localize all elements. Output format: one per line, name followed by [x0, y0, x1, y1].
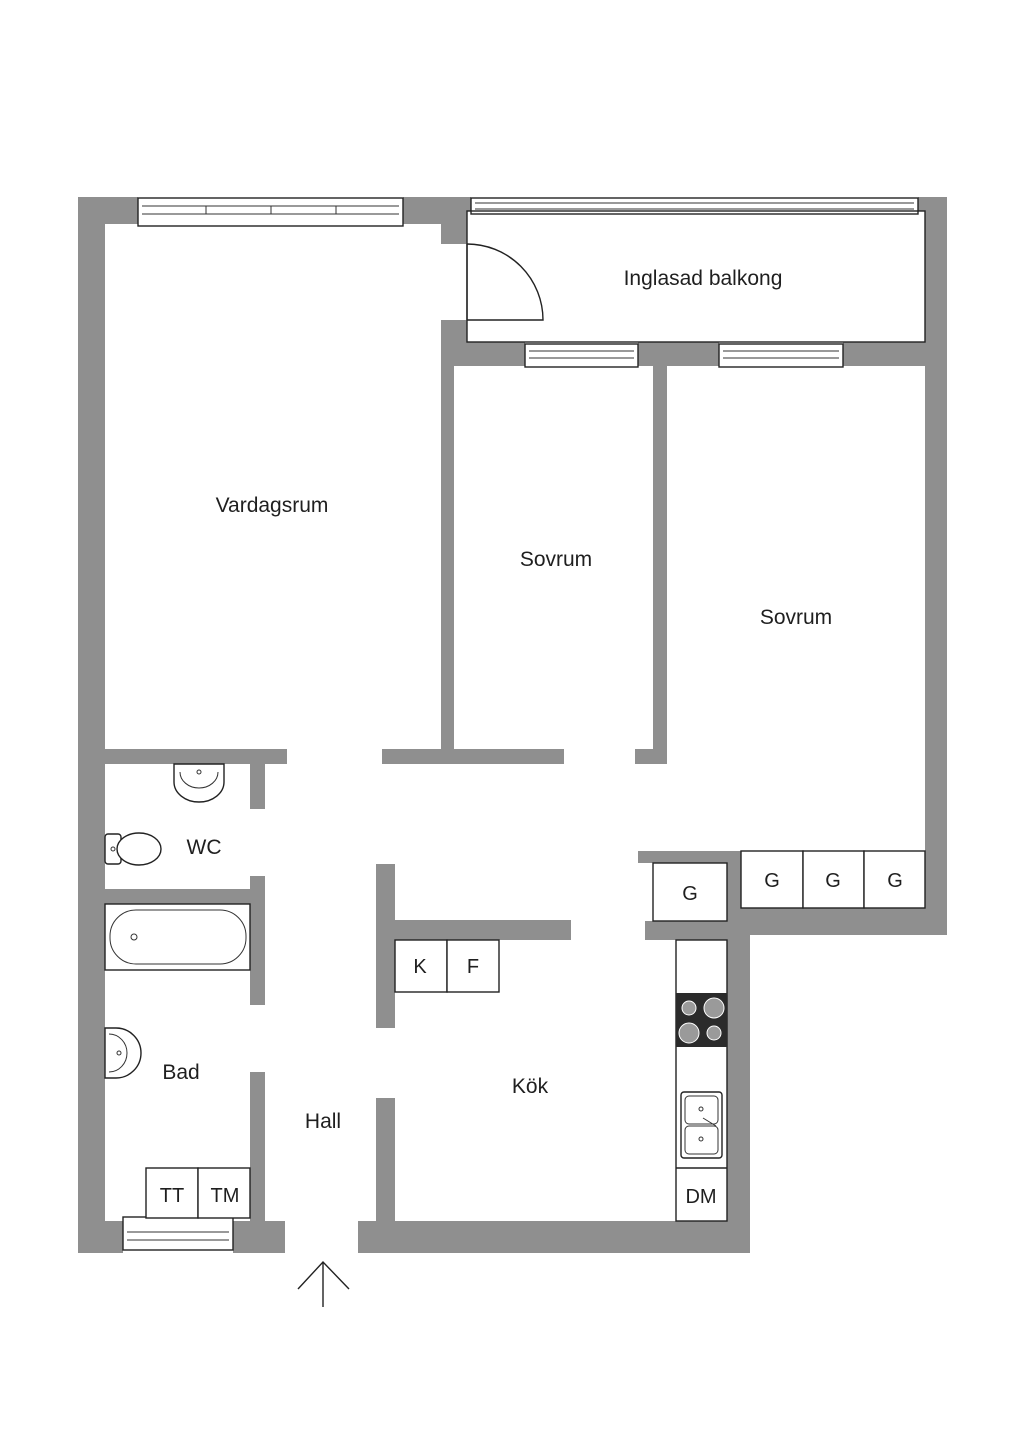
- wall-wardrobe-bottom: [645, 921, 741, 940]
- fridge-label: K: [413, 956, 427, 978]
- wall-step-horizontal: [727, 908, 947, 935]
- wardrobe-bedroom-box-2: [802, 850, 865, 909]
- wall-bath-right-upper: [250, 876, 265, 1005]
- door-swing-icon: [466, 243, 544, 321]
- wall-top-mid: [403, 197, 467, 224]
- washbasin-icon: [104, 1027, 142, 1079]
- wardrobe-kitchen-box: [652, 862, 728, 922]
- wall-wardrobe-top: [638, 851, 741, 863]
- wall-left: [78, 197, 105, 1253]
- fridge-box: [394, 939, 448, 993]
- window-icon: [137, 197, 404, 227]
- wall-kitchen-closet-vertical: [376, 864, 395, 1028]
- wall-wardrobe-corner: [638, 851, 653, 863]
- freezer-box: [446, 939, 500, 993]
- wall-balcony-top-a: [467, 197, 471, 211]
- room-label-bathroom: Bad: [162, 1061, 199, 1084]
- wall-bedroom-bedroom: [653, 366, 667, 764]
- room-label-bedroom-1: Sovrum: [520, 548, 592, 571]
- walls: [78, 197, 947, 1253]
- window-icon: [470, 197, 919, 215]
- wall-bedroom2-bottom: [635, 749, 667, 764]
- dishwasher-label: DM: [685, 1186, 716, 1208]
- freezer-label: F: [467, 956, 479, 978]
- wall-kitchen-left: [376, 1098, 395, 1221]
- kitchen-counter: [675, 939, 728, 1222]
- window-icon: [524, 343, 639, 368]
- entrance-arrow-icon: [297, 1260, 350, 1307]
- wall-bedroom-top-a: [441, 342, 525, 366]
- sink-icon: [680, 1091, 723, 1159]
- stove-icon: [676, 993, 727, 1047]
- wall-right-lower: [727, 908, 750, 1253]
- wardrobe-bedroom-box-1: [740, 850, 804, 909]
- wall-bottom-right: [358, 1221, 750, 1253]
- washer-label: TM: [211, 1185, 240, 1207]
- wall-bottom-mid: [233, 1221, 285, 1253]
- wall-living-bottom: [105, 749, 287, 764]
- room-label-kitchen: Kök: [512, 1075, 549, 1098]
- wall-bottom-left: [78, 1221, 123, 1253]
- wall-living-balcony-stub-top: [441, 224, 467, 244]
- washer-box: [197, 1167, 251, 1219]
- wall-right: [925, 197, 947, 935]
- wall-bath-right-lower: [250, 1072, 265, 1221]
- window-icon: [718, 343, 844, 368]
- wardrobe-label: G: [764, 870, 780, 892]
- bathtub-icon: [104, 903, 251, 971]
- wall-kitchen-closet-horizontal: [395, 920, 571, 940]
- wardrobe-label: G: [825, 870, 841, 892]
- wall-bedroom-top-c: [843, 342, 947, 366]
- laundry-machines: [145, 1167, 251, 1219]
- window-icon: [122, 1216, 234, 1251]
- wall-bedroom1-bottom: [382, 749, 564, 764]
- room-label-wc: WC: [187, 836, 222, 859]
- room-label-living-room: Vardagsrum: [216, 494, 329, 517]
- toilet-icon: [104, 832, 162, 866]
- room-label-balcony: Inglasad balkong: [624, 267, 783, 290]
- wardrobe-label: G: [887, 870, 903, 892]
- wall-bedroom-top-b: [638, 342, 719, 366]
- room-label-hall: Hall: [305, 1110, 341, 1133]
- dryer-label: TT: [160, 1185, 184, 1207]
- wall-wc-right: [250, 764, 265, 809]
- dryer-box: [145, 1167, 199, 1219]
- wardrobe-label: G: [682, 883, 698, 905]
- room-label-bedroom-2: Sovrum: [760, 606, 832, 629]
- wall-living-bedroom: [441, 342, 454, 764]
- washbasin-icon: [173, 763, 225, 803]
- wall-wc-bath: [105, 889, 250, 904]
- wardrobe-bedroom-box-3: [863, 850, 926, 909]
- wall-wardrobe-right: [727, 851, 741, 935]
